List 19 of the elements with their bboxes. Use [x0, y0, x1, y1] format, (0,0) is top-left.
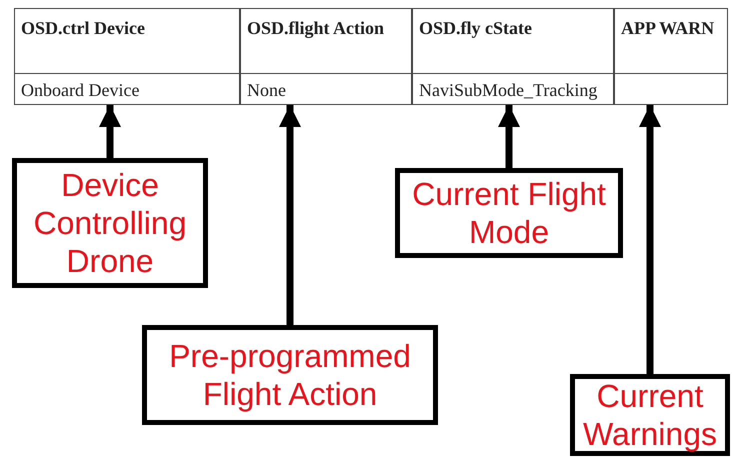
arrow: [498, 105, 520, 168]
arrow: [639, 105, 661, 374]
cell-value: None: [247, 80, 286, 100]
callout-box: [395, 168, 623, 258]
cell-value: Onboard Device: [21, 80, 140, 100]
callout-box: [570, 374, 730, 456]
cell-value: NaviSubMode_Tracking: [419, 80, 598, 100]
callout-text: Current Warnings: [582, 377, 718, 453]
table-cell: [240, 73, 412, 105]
arrow: [99, 105, 121, 158]
arrow: [279, 105, 301, 325]
table-cell: [614, 73, 728, 105]
table-cell: [412, 73, 614, 105]
callout-text: Device Controlling Drone: [32, 166, 188, 280]
table-cell: [14, 73, 240, 105]
callout-box: [142, 325, 438, 425]
callout-text: Pre-programmed Flight Action: [168, 337, 412, 413]
callout-text: Current Flight Mode: [411, 175, 607, 251]
callout-box: [12, 158, 208, 288]
